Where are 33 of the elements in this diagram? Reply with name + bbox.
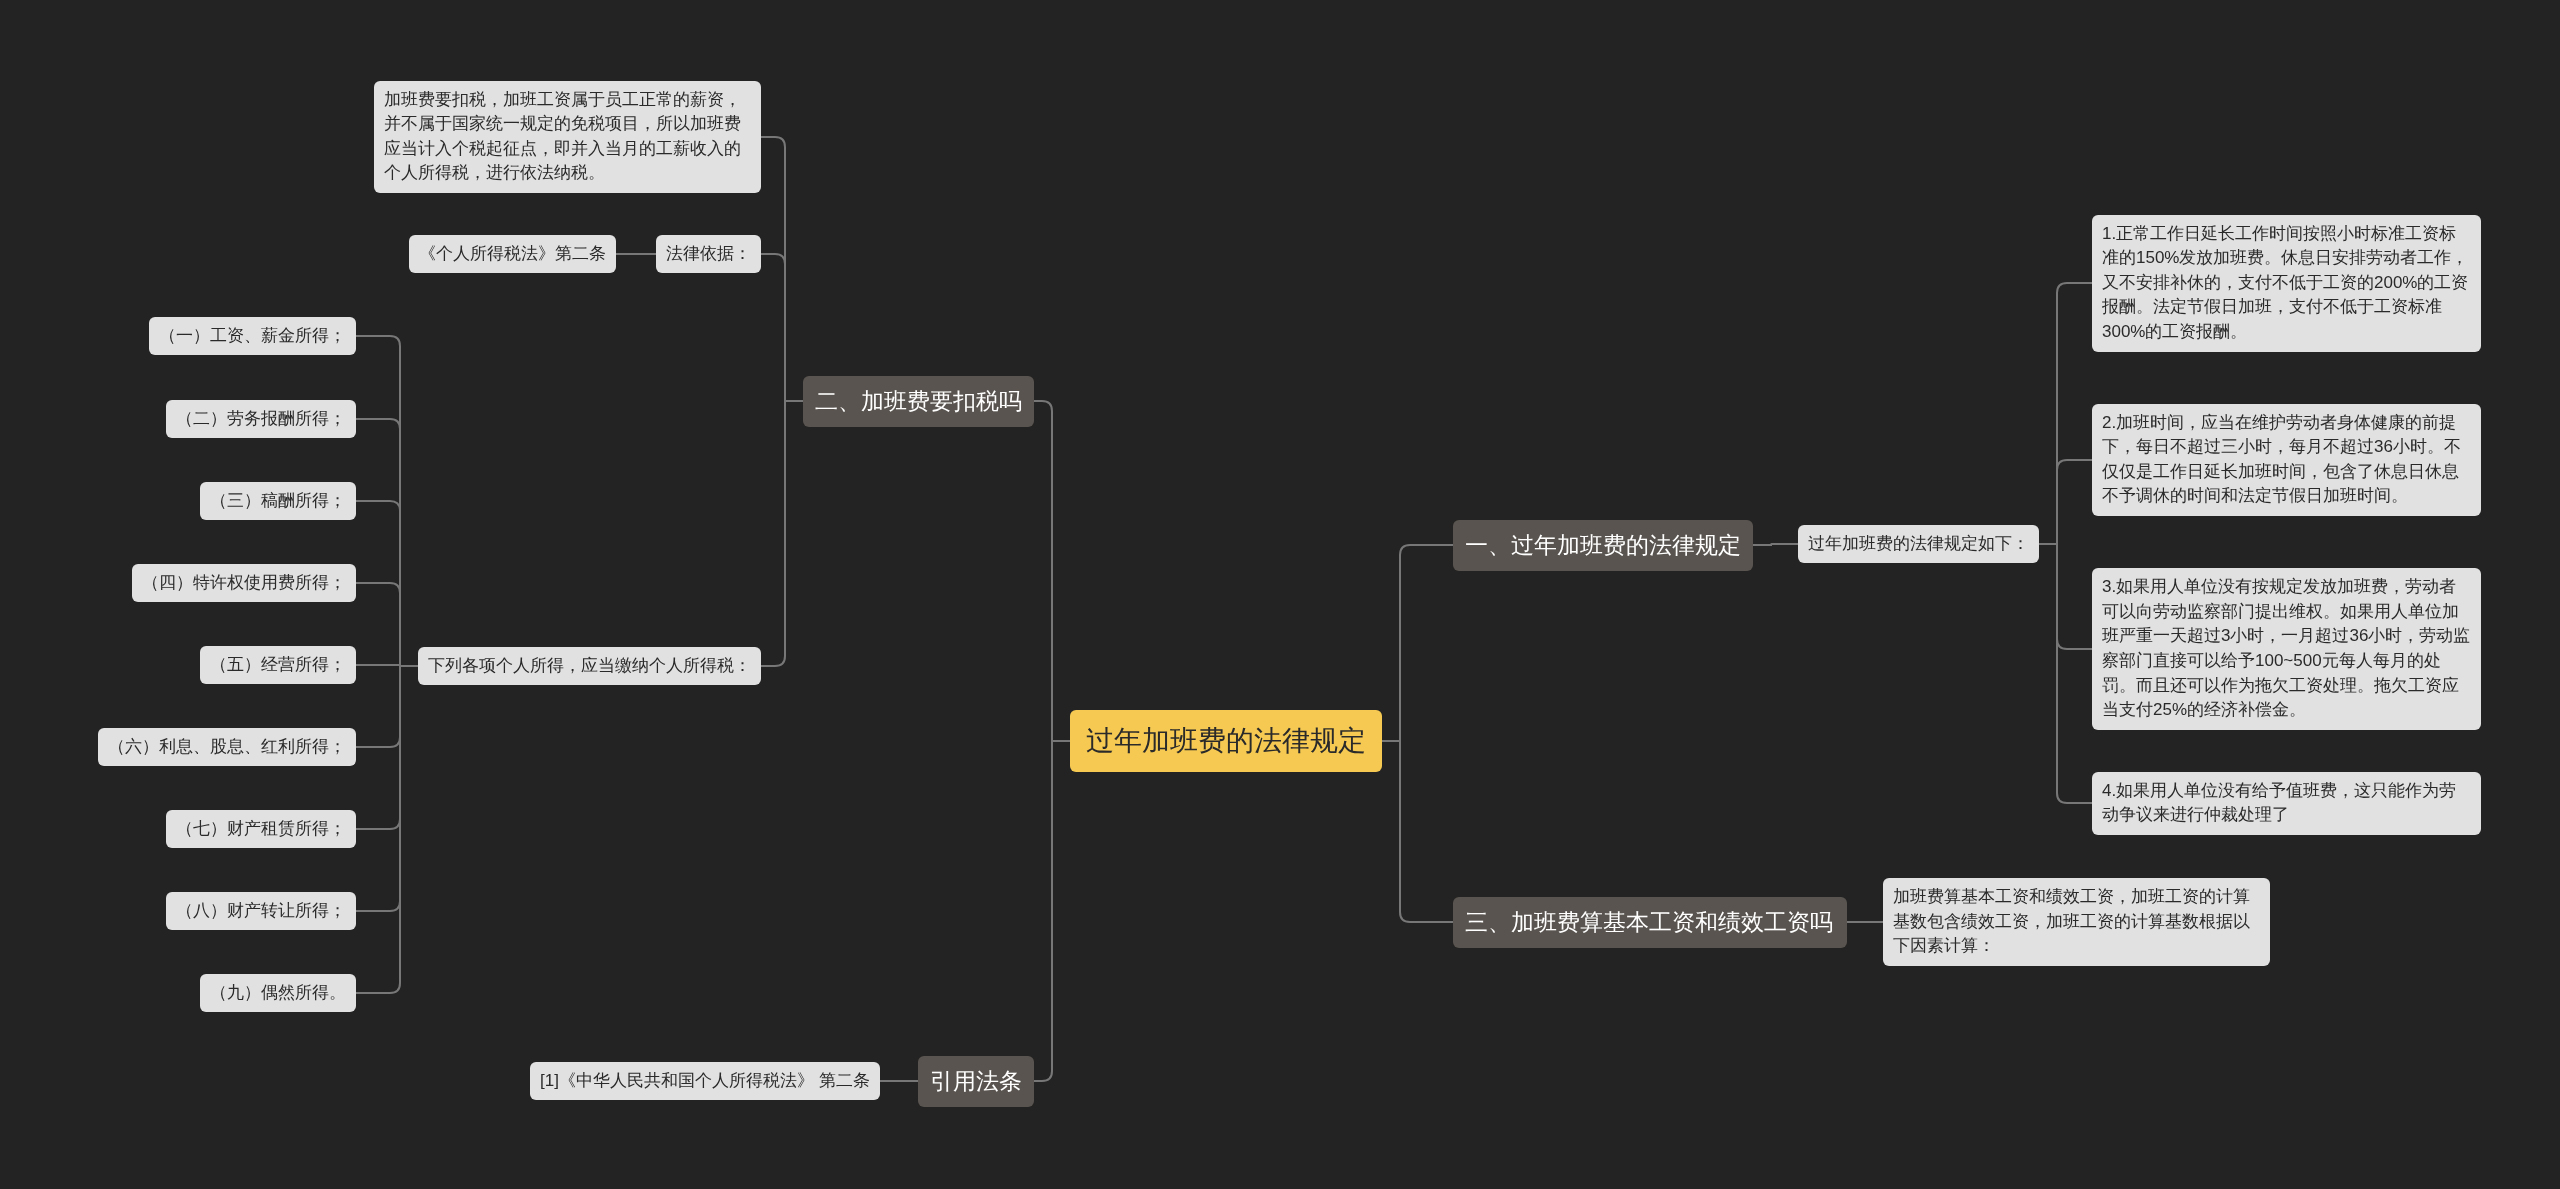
- topic-box: 引用法条: [918, 1055, 1034, 1107]
- subtopic-box: （七）财产租赁所得；: [166, 809, 356, 849]
- subtopic-box: （九）偶然所得。: [200, 973, 356, 1013]
- subtopic-box: （五）经营所得；: [200, 645, 356, 685]
- connector: [1381, 740, 1454, 923]
- subtopic-box: 3.如果用人单位没有按规定发放加班费，劳动者可以向劳动监察部门提出维权。如果用人单位加班严重一天超过3小时，一月超过36小时，劳动监察部门直接可以给予100~500元每人每月的处罚。而且还可以作为拖欠工资处理。拖欠工资应当支付25%的经济补偿金。: [2092, 568, 2481, 730]
- subtopic-box: 过年加班费的法律规定如下：: [1798, 524, 2039, 564]
- subtopic-box: （四）特许权使用费所得；: [132, 563, 356, 603]
- subtopic-box: （一）工资、薪金所得；: [149, 316, 356, 356]
- connector: [1752, 543, 1799, 546]
- subtopic-box: [1]《中华人民共和国个人所得税法》 第二条: [530, 1061, 880, 1101]
- connector: [1033, 740, 1071, 1082]
- subtopic-box: 加班费算基本工资和绩效工资，加班工资的计算基数包含绩效工资，加班工资的计算基数根据以下因素计算：: [1883, 878, 2270, 966]
- topic-box: 三、加班费算基本工资和绩效工资吗: [1453, 896, 1847, 948]
- central-topic: 过年加班费的法律规定: [1070, 710, 1382, 772]
- subtopic-box: （三）稿酬所得；: [200, 481, 356, 521]
- connector: [615, 253, 657, 255]
- connector: [879, 1080, 919, 1082]
- subtopic-box: 1.正常工作日延长工作时间按照小时标准工资标准的150%发放加班费。休息日安排劳动者工作，又不安排补休的，支付不低于工资的200%的工资报酬。法定节假日加班，支付不低于工资标准300%的工资报酬。: [2092, 214, 2481, 352]
- subtopic-box: 《个人所得税法》第二条: [409, 234, 616, 274]
- subtopic-box: 法律依据：: [656, 234, 761, 274]
- connector: [2038, 543, 2093, 804]
- subtopic-box: 下列各项个人所得，应当缴纳个人所得税：: [418, 646, 761, 686]
- subtopic-box: 2.加班时间，应当在维护劳动者身体健康的前提下，每日不超过三小时，每月不超过36小时。不仅仅是工作日延长加班时间，包含了休息日休息不予调休的时间和法定节假日加班时间。: [2092, 403, 2481, 517]
- connector: [760, 400, 804, 667]
- connector: [1846, 921, 1884, 923]
- subtopic-box: 加班费要扣税，加班工资属于员工正常的薪资，并不属于国家统一规定的免税项目，所以加班费应当计入个税起征点，即并入当月的工薪收入的个人所得税，进行依法纳税。: [374, 80, 761, 194]
- subtopic-box: 4.如果用人单位没有给予值班费，这只能作为劳动争议来进行仲裁处理了: [2092, 771, 2481, 835]
- subtopic-box: （八）财产转让所得；: [166, 891, 356, 931]
- topic-box: 二、加班费要扣税吗: [803, 375, 1034, 427]
- topic-box: 一、过年加班费的法律规定: [1453, 519, 1753, 571]
- subtopic-box: （二）劳务报酬所得；: [166, 399, 356, 439]
- subtopic-box: （六）利息、股息、红利所得；: [98, 727, 356, 767]
